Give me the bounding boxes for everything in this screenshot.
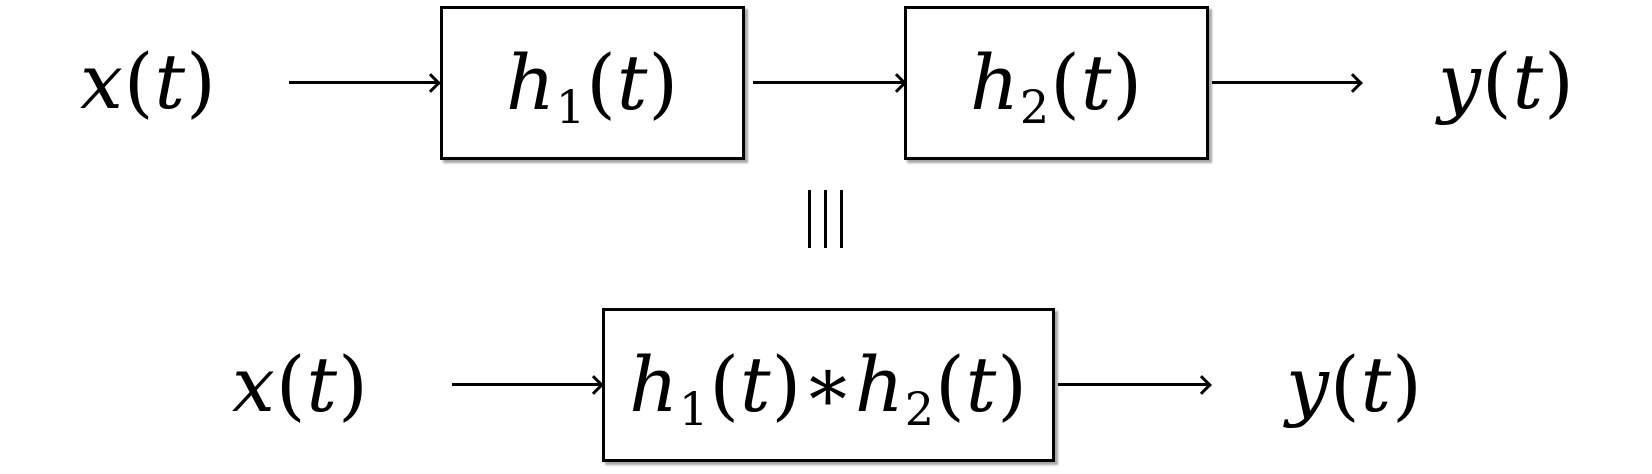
- bottom-arrow-output: [1058, 383, 1208, 386]
- bottom-output-arg: t: [1360, 340, 1393, 429]
- top-block-h2-label: h2(t): [969, 38, 1144, 134]
- top-arrow-input: [289, 81, 437, 84]
- bottom-input-arg: t: [306, 340, 339, 429]
- convolution-operator: ∗: [802, 340, 855, 429]
- bottom-block-label: h1(t)∗h2(t): [629, 340, 1028, 436]
- equivalence-symbol: [808, 190, 844, 248]
- top-block-h2-sub: 2: [1019, 80, 1051, 134]
- top-input-var: x: [80, 37, 124, 126]
- bottom-output-var: y: [1286, 340, 1330, 429]
- top-block-h1: h1(t): [440, 6, 745, 160]
- top-output-arg: t: [1512, 37, 1545, 126]
- bottom-block-fn-a: h: [629, 340, 680, 429]
- top-block-h2: h2(t): [904, 6, 1209, 160]
- top-block-h2-fn: h: [969, 38, 1020, 127]
- top-block-h1-label: h1(t): [505, 38, 680, 134]
- bottom-block-sub-a: 1: [679, 382, 710, 436]
- bottom-block-arg-a: t: [739, 340, 772, 429]
- bottom-block-fn-b: h: [854, 340, 905, 429]
- top-block-h1-arg: t: [616, 38, 649, 127]
- top-input-label: x(t): [80, 37, 217, 126]
- top-output-var: y: [1438, 37, 1482, 126]
- bottom-arrow-input: [452, 383, 600, 386]
- top-block-h1-sub: 1: [555, 80, 587, 134]
- bottom-block-sub-b: 2: [904, 382, 936, 436]
- top-output-label: y(t): [1438, 37, 1575, 126]
- bottom-input-var: x: [232, 340, 276, 429]
- bottom-input-label: x(t): [232, 340, 369, 429]
- bottom-block-arg-b: t: [965, 340, 998, 429]
- top-block-h2-arg: t: [1080, 38, 1113, 127]
- top-arrow-middle: [753, 81, 903, 84]
- bottom-output-label: y(t): [1286, 340, 1423, 429]
- bottom-block-convolution: h1(t)∗h2(t): [602, 308, 1055, 462]
- top-input-arg: t: [154, 37, 187, 126]
- top-block-h1-fn: h: [505, 38, 556, 127]
- top-arrow-output: [1212, 81, 1359, 84]
